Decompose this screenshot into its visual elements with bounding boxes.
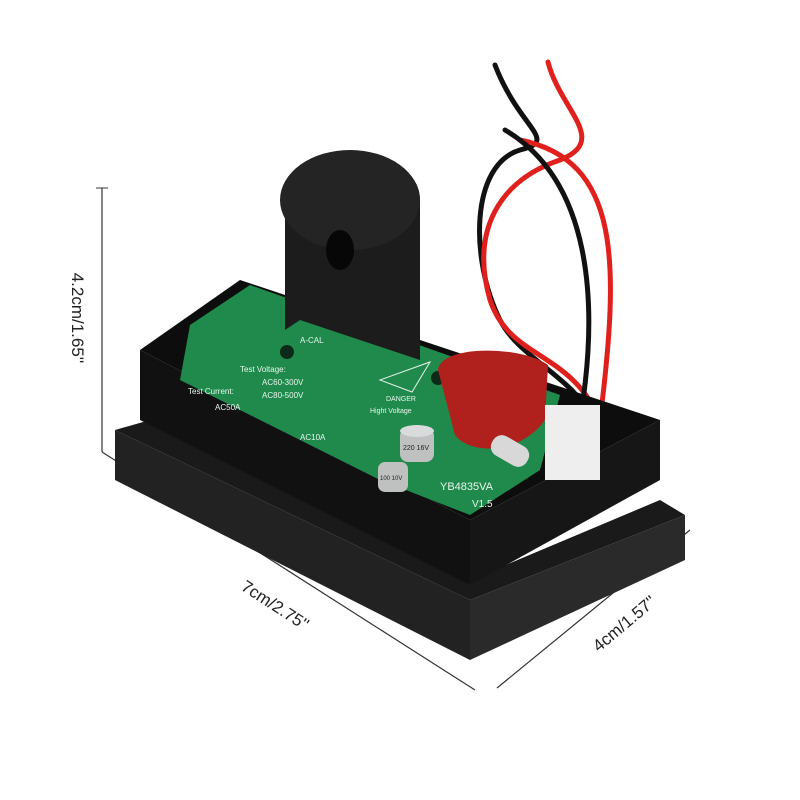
ac50a-label: AC50A [215, 403, 241, 412]
width-label: 4cm/1.57'' [589, 592, 660, 656]
connector-jst [545, 405, 600, 480]
danger-label: DANGER [386, 396, 416, 403]
test-current-label: Test Current: [188, 387, 234, 396]
ac80-500v-label: AC80-500V [262, 391, 304, 400]
cap-small-label: 100 10V [380, 476, 402, 482]
version-label: V1.5 [472, 499, 493, 510]
ac10a-label: AC10A [300, 433, 326, 442]
resistor [490, 435, 530, 467]
danger-triangle [378, 361, 432, 393]
model-label: YB4835VA [440, 481, 494, 493]
capacitors: 220 16V 100 10V [378, 350, 600, 492]
a-cal-label: A-CAL [300, 336, 324, 345]
test-voltage-label: Test Voltage: [240, 365, 286, 374]
high-voltage-label: Hight Voltage [370, 408, 412, 415]
height-dimension: 4.2cm/1.65'' [68, 187, 108, 452]
current-transformer [280, 150, 420, 360]
ac60-300v-label: AC60-300V [262, 378, 304, 387]
cap-large-label: 220 16V [403, 445, 429, 452]
film-capacitor [438, 350, 548, 449]
length-label: 7cm/2.75'' [238, 577, 312, 635]
wires [477, 59, 613, 423]
height-label: 4.2cm/1.65'' [68, 273, 87, 364]
